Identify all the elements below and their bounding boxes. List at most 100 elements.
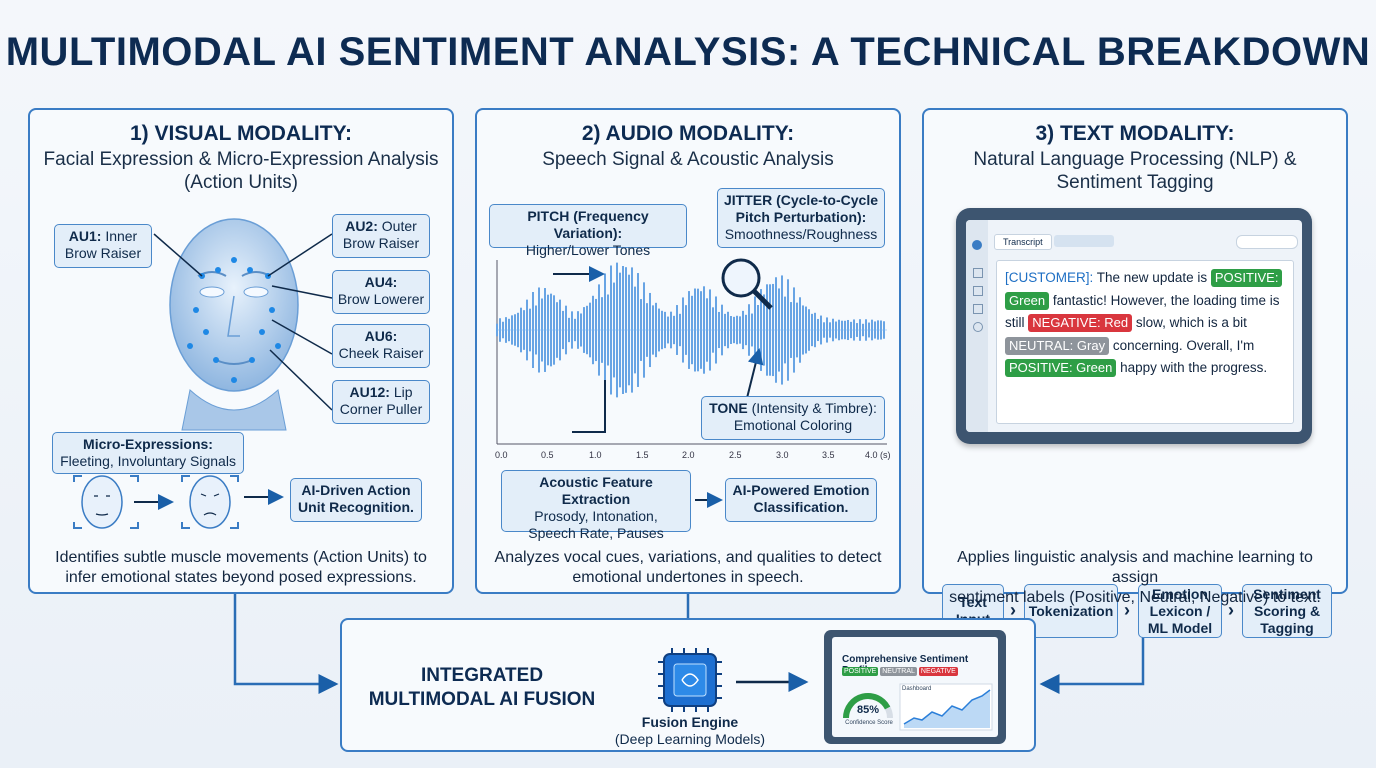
chevron-right-icon: › (1124, 600, 1130, 620)
text-footer: Applies linguistic analysis and machine … (934, 548, 1336, 608)
tone-title: TONE (709, 400, 748, 416)
dashboard-label: Dashboard (902, 686, 932, 692)
tablet-device: Transcript [CUSTOMER]: The new update is… (956, 208, 1312, 444)
micro-title: Micro-Expressions: (83, 436, 213, 452)
visual-footer-line1: Identifies subtle muscle movements (Acti… (55, 549, 427, 566)
jitter-text: Smoothness/Roughness (724, 226, 878, 242)
negative-tag: NEGATIVE: Red (1028, 314, 1133, 332)
tone-text: Emotional Coloring (733, 417, 853, 433)
classification-line1: AI-Powered Emotion (732, 482, 870, 498)
audio-footer-line1: Analyzes vocal cues, variations, and qua… (494, 549, 882, 566)
au4-text: Brow Lowerer (337, 291, 425, 307)
search-bar[interactable] (1236, 235, 1298, 249)
visual-heading: 1) VISUAL MODALITY: (129, 122, 353, 145)
tick: 2.5 (729, 450, 742, 460)
engine-title: Fusion Engine (641, 714, 739, 730)
recognition-line2: Unit Recognition. (298, 499, 414, 515)
au1-text-2: Brow Raiser (64, 245, 142, 261)
profile-positive: POSITIVE (842, 667, 879, 676)
profile-neutral: NEUTRAL (880, 667, 917, 676)
tick: 3.5 (822, 450, 835, 460)
fusion-title-line2: MULTIMODAL AI FUSION (368, 689, 596, 710)
text-footer-line1: Applies linguistic analysis and machine … (957, 549, 1313, 586)
tone-box: TONE (Intensity & Timbre): Emotional Col… (701, 396, 885, 440)
fusion-panel: INTEGRATED MULTIMODAL AI FUSION Fusio (340, 618, 1036, 752)
chip-icon (658, 648, 722, 712)
chevron-right-icon: › (1228, 600, 1234, 620)
micro-text: Fleeting, Involuntary Signals (60, 453, 236, 469)
gauge-label: Confidence Score (845, 720, 893, 726)
fusion-title: INTEGRATED MULTIMODAL AI FUSION (342, 664, 622, 712)
audio-footer-line2: emotional undertones in speech. (572, 569, 804, 586)
au12-text-2: Corner Puller (339, 401, 423, 417)
visual-modality-panel: 1) VISUAL MODALITY: Facial Expression & … (28, 108, 454, 594)
pipeline-step-tokenization: Tokenization (1024, 584, 1118, 638)
text-subtitle: Natural Language Processing (NLP) & Sent… (924, 148, 1346, 194)
micro-expressions-label: Micro-Expressions: Fleeting, Involuntary… (52, 432, 244, 474)
transcript-segment: concerning. Overall, I'm (1112, 337, 1255, 353)
profile-tags: POSITIVE NEUTRAL NEGATIVE (842, 667, 998, 676)
audio-heading: 2) AUDIO MODALITY: (581, 122, 795, 145)
sidebar-icon[interactable] (972, 240, 982, 250)
audio-footer: Analyzes vocal cues, variations, and qua… (487, 548, 889, 588)
acoustic-feature-box: Acoustic Feature Extraction Prosody, Int… (501, 470, 691, 541)
visual-subtitle-line1: Facial Expression & Micro-Expression Ana… (43, 149, 439, 170)
au12-code: AU12: (349, 384, 390, 400)
au2-text: Outer (381, 218, 417, 234)
sidebar-icon[interactable] (973, 304, 983, 314)
recognition-line1: AI-Driven Action (301, 482, 411, 498)
sidebar-icon[interactable] (973, 286, 983, 296)
tone-paren: (Intensity & Timbre): (751, 400, 877, 416)
sidebar-icon[interactable] (973, 322, 983, 332)
text-subtitle-line1: Natural Language Processing (NLP) & (973, 149, 1297, 170)
transcript-area: [CUSTOMER]: The new update is POSITIVE: … (996, 260, 1294, 424)
transcript-segment: happy with the progress. (1120, 360, 1268, 375)
tick: 3.0 (776, 450, 789, 460)
action-unit-recognition-box: AI-Driven Action Unit Recognition. (290, 478, 422, 522)
positive-tag: POSITIVE: Green (1005, 359, 1117, 377)
au4-box: AU4: Brow Lowerer (332, 270, 430, 314)
positive-tag-color: Green (1005, 291, 1050, 310)
tick: 4.0 (s) (865, 450, 891, 460)
sidebar-icon[interactable] (973, 268, 983, 278)
feature-text-1: Prosody, Intonation, (534, 508, 658, 524)
tablet-screen: Transcript [CUSTOMER]: The new update is… (966, 220, 1302, 432)
jitter-box: JITTER (Cycle-to-Cycle Pitch Perturbatio… (717, 188, 885, 248)
tab-transcript[interactable]: Transcript (994, 234, 1052, 250)
speaker-label: [CUSTOMER]: (1005, 270, 1094, 285)
audio-modality-panel: 2) AUDIO MODALITY: Speech Signal & Acous… (475, 108, 901, 594)
pitch-box: PITCH (Frequency Variation): Higher/Lowe… (489, 204, 687, 258)
visual-subtitle: Facial Expression & Micro-Expression Ana… (30, 148, 452, 194)
au6-text: Cheek Raiser (338, 345, 424, 361)
chevron-right-icon: › (1010, 600, 1016, 620)
profile-negative: NEGATIVE (918, 667, 958, 676)
pipeline-step-lexicon-model: Emotion Lexicon / ML Model (1138, 584, 1222, 638)
tablet-sidebar (966, 220, 988, 432)
au2-box: AU2: Outer Brow Raiser (332, 214, 430, 258)
tick: 0.5 (541, 450, 554, 460)
au1-code: AU1: (68, 228, 102, 244)
au4-code: AU4: (364, 274, 398, 290)
page-title: MULTIMODAL AI SENTIMENT ANALYSIS: A TECH… (5, 30, 1371, 74)
au6-code: AU6: (364, 328, 398, 344)
jitter-title: JITTER (Cycle-to-Cycle (723, 192, 879, 208)
fusion-title-line1: INTEGRATED (420, 665, 544, 686)
transcript-segment: slow, which is a bit (1135, 315, 1247, 330)
au2-code: AU2: (345, 218, 378, 234)
tab-placeholder[interactable] (1054, 235, 1114, 247)
visual-subtitle-line2: (Action Units) (183, 172, 299, 193)
tick: 1.5 (636, 450, 649, 460)
face-illustration (73, 218, 333, 529)
tick: 1.0 (589, 450, 602, 460)
pipeline-step-scoring-tagging: Sentiment Scoring & Tagging (1242, 584, 1332, 638)
feature-title: Acoustic Feature Extraction (539, 474, 653, 507)
positive-tag: POSITIVE: (1210, 269, 1283, 287)
visual-footer: Identifies subtle muscle movements (Acti… (40, 548, 442, 588)
text-modality-panel: 3) TEXT MODALITY: Natural Language Proce… (922, 108, 1348, 638)
au6-box: AU6: Cheek Raiser (332, 324, 430, 368)
waveform-plot (496, 258, 887, 508)
text-footer-line2: sentiment labels (Positive, Neutral, Neg… (949, 589, 1321, 606)
au1-text: Inner (105, 228, 138, 244)
au2-text-2: Brow Raiser (342, 235, 420, 251)
transcript-segment: The new update is (1096, 270, 1208, 285)
